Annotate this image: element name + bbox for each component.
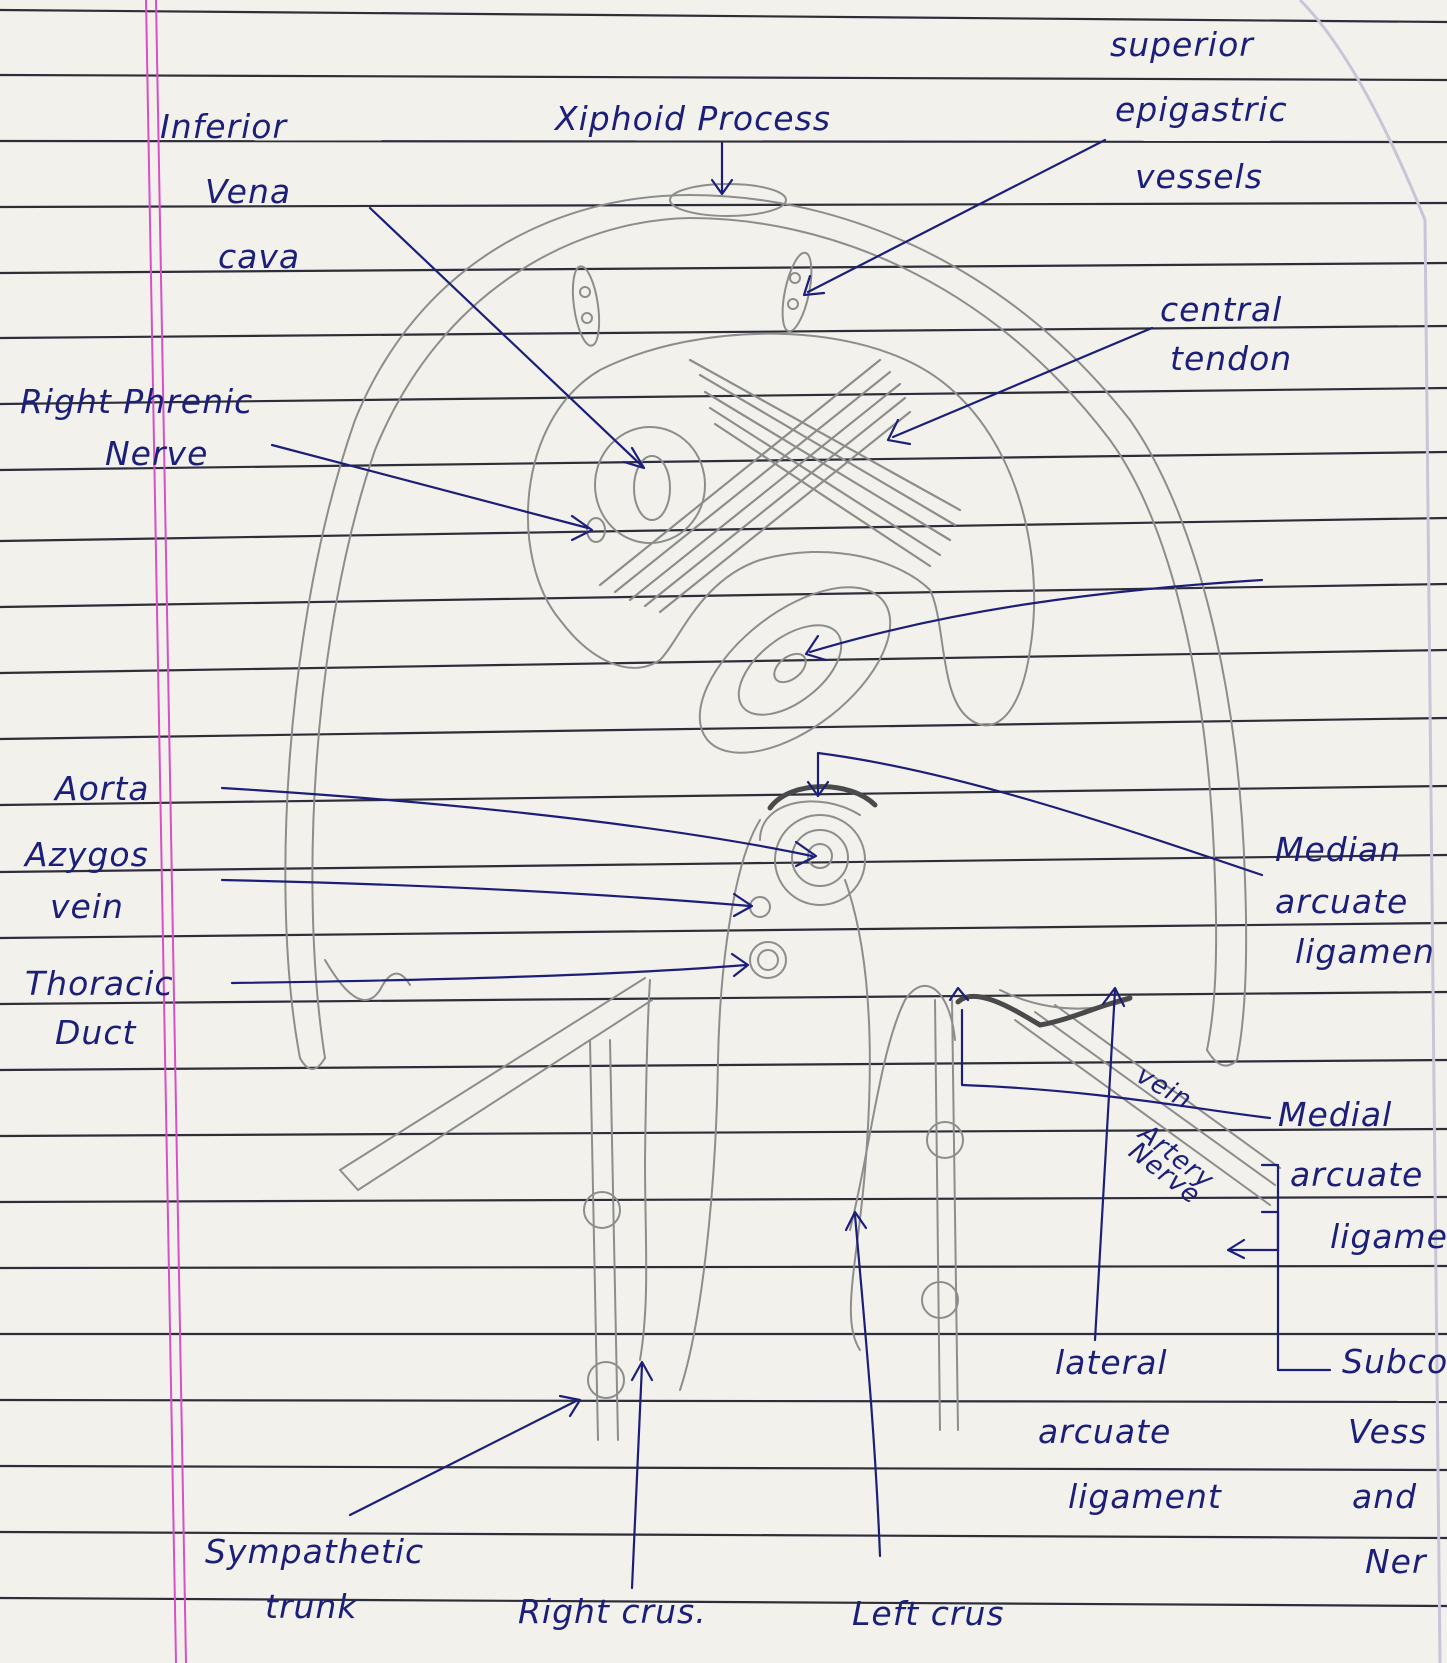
label-ivc-2: Vena — [205, 175, 291, 208]
label-thoracic-2: Duct — [55, 1016, 136, 1049]
label-central-tendon-2: tendon — [1170, 342, 1292, 375]
label-azygos-1: Azygos — [25, 838, 149, 871]
label-medial-arcuate-3: ligamen — [1330, 1220, 1447, 1253]
label-medial-arcuate-2: arcuate — [1290, 1158, 1423, 1191]
label-lateral-arcuate-1: lateral — [1055, 1346, 1168, 1379]
label-subcostal-3: and — [1352, 1480, 1417, 1513]
label-aorta: Aorta — [55, 772, 150, 805]
label-ivc-1: Inferior — [160, 110, 287, 143]
label-median-arcuate-1: Median — [1275, 833, 1401, 866]
label-left-crus: Left crus — [852, 1597, 1005, 1630]
label-lateral-arcuate-2: arcuate — [1038, 1415, 1171, 1448]
label-sympathetic-2: trunk — [265, 1590, 357, 1623]
pencil-sketch — [285, 184, 1280, 1440]
label-superior-3: vessels — [1135, 160, 1263, 193]
label-right-phrenic-1: Right Phrenic — [20, 385, 253, 418]
label-right-phrenic-2: Nerve — [105, 437, 208, 470]
label-thoracic-1: Thoracic — [25, 967, 174, 1000]
label-superior-1: superior — [1110, 28, 1254, 61]
label-right-crus: Right crus. — [518, 1595, 707, 1628]
label-subcostal-2: Vess — [1348, 1415, 1427, 1448]
label-superior-2: epigastric — [1115, 93, 1288, 126]
label-subcostal-4: Ner — [1365, 1545, 1427, 1578]
label-central-tendon-1: central — [1160, 293, 1282, 326]
label-ivc-3: cava — [218, 240, 300, 273]
label-subcostal-1: Subco — [1342, 1345, 1447, 1378]
label-sympathetic-1: Sympathetic — [205, 1535, 424, 1568]
label-xiphoid-process: Xiphoid Process — [555, 102, 831, 135]
label-azygos-2: vein — [50, 890, 124, 923]
label-median-arcuate-3: ligamen — [1295, 935, 1435, 968]
vessel-left — [777, 250, 817, 333]
azygos-vein-dot — [750, 897, 770, 917]
label-lateral-arcuate-3: ligament — [1068, 1480, 1222, 1513]
label-medial-arcuate-1: Medial — [1278, 1098, 1392, 1131]
vessel-right — [569, 265, 604, 348]
margin-lines — [146, 0, 186, 1663]
thoracic-duct-dot — [750, 942, 786, 978]
label-median-arcuate-2: arcuate — [1275, 885, 1408, 918]
